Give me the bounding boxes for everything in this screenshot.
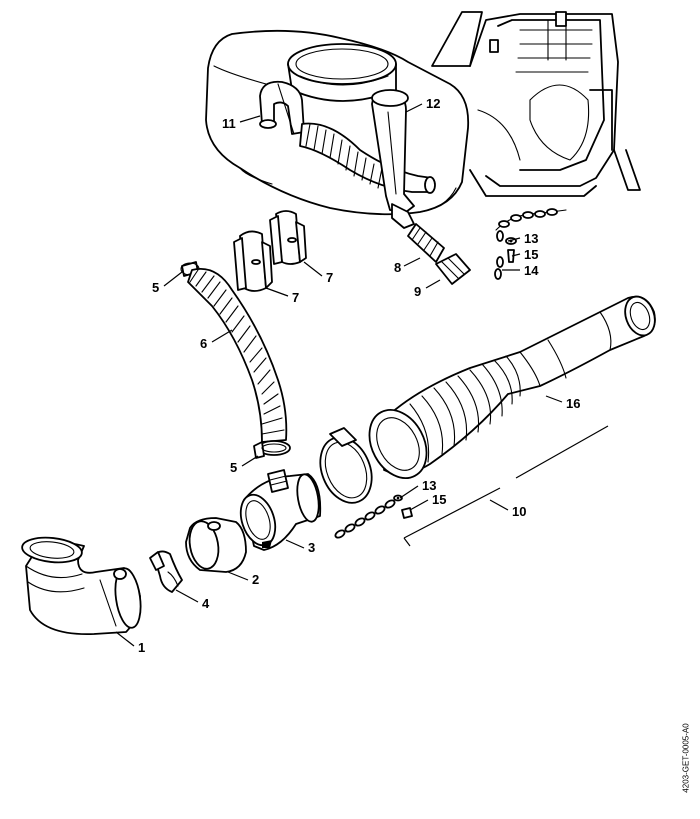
label-part-14: 14 [524, 263, 539, 278]
label-part-10: 10 [512, 504, 526, 519]
part-2-sleeve [185, 517, 247, 573]
label-part-13-upper: 13 [524, 231, 538, 246]
part-11-elbow-fitting [259, 80, 305, 135]
label-part-7-lower: 7 [292, 290, 299, 305]
label-part-12: 12 [426, 96, 440, 111]
drawing-code: 4203-GET-0005-A0 [679, 700, 693, 815]
label-part-6: 6 [200, 336, 207, 351]
small-chain-top [494, 208, 567, 280]
label-part-3: 3 [308, 540, 315, 555]
label-part-15-lower: 15 [432, 492, 446, 507]
label-part-7-upper: 7 [326, 270, 333, 285]
part-7-clamp-upper [269, 210, 307, 265]
drawing-code-text: 4203-GET-0005-A0 [681, 722, 691, 793]
hose-clamp-ring [319, 427, 373, 504]
part-10-group-bracket [403, 425, 609, 547]
label-part-5-lower: 5 [230, 460, 237, 475]
part-4-bracket [149, 550, 183, 593]
label-part-8: 8 [394, 260, 401, 275]
part-8-short-hose [407, 223, 445, 263]
label-part-16: 16 [566, 396, 580, 411]
part-9-nut [435, 253, 471, 285]
label-part-15-upper: 15 [524, 247, 538, 262]
part-6-corrugated-hose [187, 268, 288, 443]
part-7-clamp-lower [233, 230, 273, 292]
label-part-4: 4 [202, 596, 210, 611]
part-3-connector [239, 469, 322, 551]
label-part-13-lower: 13 [422, 478, 436, 493]
backpack-frame [431, 11, 641, 197]
part-5-hose-clamp-lower [253, 440, 291, 459]
label-part-5-upper: 5 [152, 280, 159, 295]
label-part-1: 1 [138, 640, 145, 655]
small-chain-lower [334, 494, 413, 539]
part-labels: 11 12 5 6 7 7 8 9 13 15 14 16 5 13 15 10… [138, 96, 580, 655]
label-part-11: 11 [222, 116, 236, 131]
leader-lines [115, 103, 563, 647]
part-12-funnel-nozzle [371, 89, 415, 229]
part-1-elbow [21, 536, 142, 635]
part-16-blower-tube [368, 295, 656, 479]
label-part-2: 2 [252, 572, 259, 587]
label-part-9: 9 [414, 284, 421, 299]
